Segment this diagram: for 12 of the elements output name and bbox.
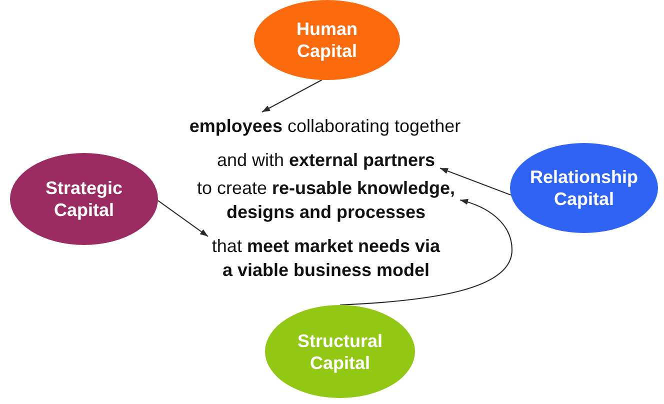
curved-arrow (340, 199, 513, 306)
statement-text: to create re-usable knowledge, designs and processes (192, 176, 460, 224)
node-label: Structural Capital (296, 330, 384, 374)
node-label: Human Capital (295, 18, 358, 62)
statement-text: employees collaborating together (185, 112, 465, 140)
arrow (440, 168, 512, 196)
arrow (158, 200, 208, 237)
statement-text: that meet market needs via a viable business model (208, 234, 444, 282)
statement-text: and with external partners (212, 146, 440, 174)
arrow (262, 79, 322, 112)
node-label: Strategic Capital (44, 177, 124, 221)
node-label: Relationship Capital (528, 166, 639, 210)
